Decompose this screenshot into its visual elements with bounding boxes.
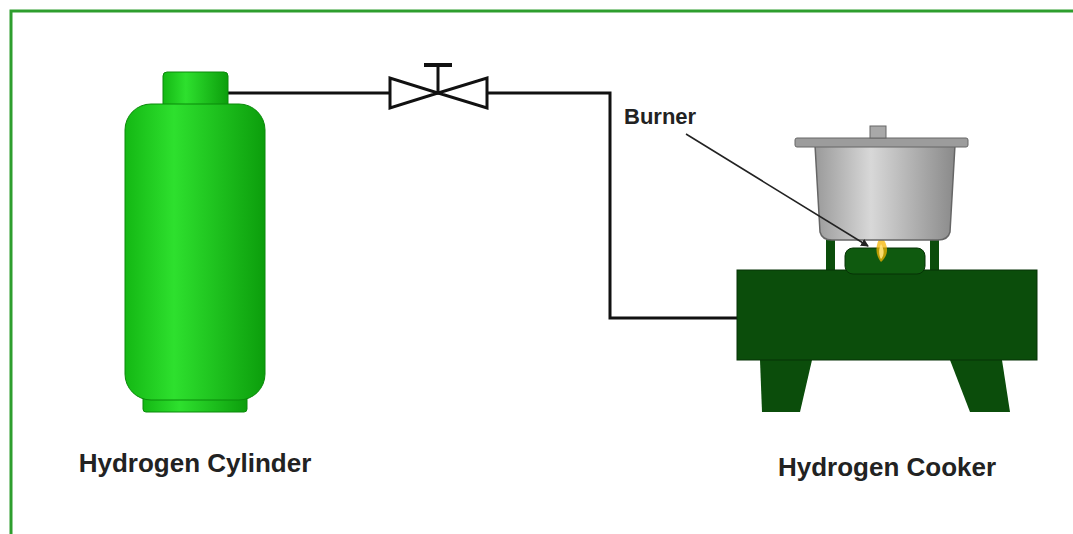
part-label: Hydrogen Cylinder — [79, 448, 312, 479]
pot-figure — [795, 126, 968, 240]
callout-label: Burner — [624, 104, 696, 130]
valve-symbol — [390, 65, 487, 108]
frame — [11, 11, 1073, 534]
cylinder-figure — [125, 72, 265, 412]
leader-line — [686, 134, 868, 246]
part-label: Hydrogen Cooker — [778, 452, 996, 483]
gas-pipe — [228, 93, 737, 318]
cylinder-node: Hydrogen Cylinder — [125, 72, 265, 412]
cooker-figure — [737, 228, 1037, 412]
cooker-node: Hydrogen Cooker — [737, 270, 1037, 360]
